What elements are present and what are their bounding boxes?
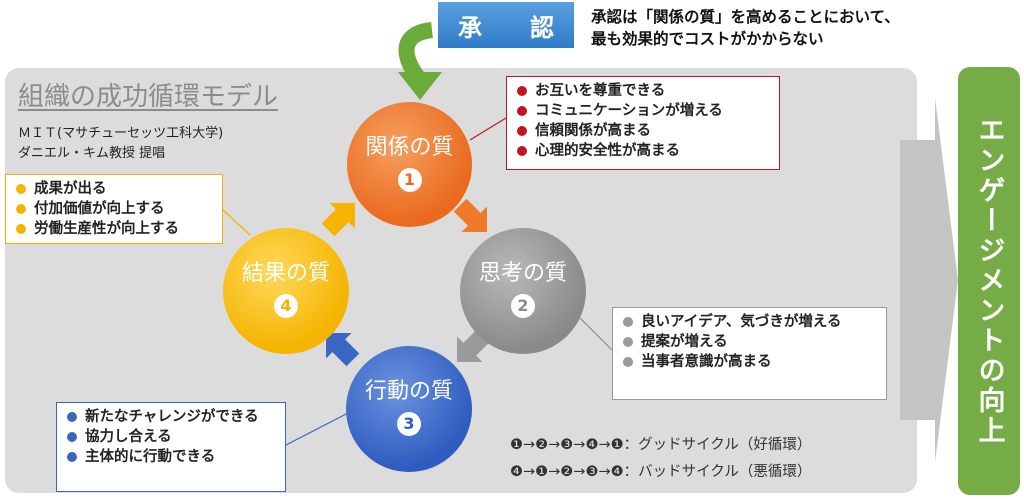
- bullet-icon: [517, 146, 527, 156]
- list-item: コミュニケーションが増える: [517, 101, 769, 121]
- model-title: 組織の成功循環モデル: [18, 82, 279, 112]
- arrow-relationship-to-thinking: [453, 198, 487, 232]
- arrow-action-to-results: [326, 333, 360, 367]
- bullet-icon: [517, 126, 527, 136]
- results-circle: 結果の質 4: [223, 228, 349, 354]
- leader-thinking: [579, 317, 613, 351]
- approval-caption-line1: 承認は「関係の質」を高めることにおいて、: [591, 8, 900, 26]
- action-circle: 行動の質 3: [346, 346, 472, 472]
- list-item: 新たなチャレンジができる: [67, 407, 275, 427]
- engagement-label: エンゲージメントの向上: [973, 116, 1005, 446]
- model-credit: ＭＩＴ(マサチューセッツ工科大学) ダニエル・キム教授 提唱: [18, 124, 223, 164]
- bullet-icon: [67, 432, 77, 442]
- bullet-icon: [67, 412, 77, 422]
- action-number-badge: 3: [397, 412, 421, 436]
- list-item: 主体的に行動できる: [67, 447, 275, 467]
- bad-cycle-legend: ❹→❶→❷→❸→❹：バッドサイクル（悪循環）: [510, 464, 812, 480]
- leader-action: [285, 411, 351, 446]
- bullet-icon: [517, 106, 527, 116]
- relationship-number-badge: 1: [397, 167, 422, 192]
- list-item: 協力し合える: [67, 427, 275, 447]
- list-item: 提案が増える: [623, 332, 876, 352]
- thinking-number-badge: 2: [511, 294, 535, 318]
- relationship-circle-label: 関係の質: [365, 134, 454, 160]
- list-item: 信頼関係が高まる: [517, 121, 769, 141]
- list-item: 労働生産性が向上する: [16, 219, 212, 239]
- results-info-box: 成果が出る 付加価値が向上する 労働生産性が向上する: [5, 174, 223, 244]
- list-item: 付加価値が向上する: [16, 199, 212, 219]
- leader-relationship: [469, 117, 507, 141]
- good-cycle-legend: ❶→❷→❸→❹→❶：グッドサイクル（好循環）: [510, 437, 812, 453]
- bullet-icon: [517, 86, 527, 96]
- results-number-badge: 4: [274, 294, 298, 318]
- engagement-bar: エンゲージメントの向上: [958, 67, 1020, 495]
- approval-caption: 承認は「関係の質」を高めることにおいて、 最も効果的でコストがかからない: [591, 6, 900, 50]
- approval-label: 承 認: [458, 13, 554, 42]
- action-circle-label: 行動の質: [364, 379, 453, 404]
- approval-caption-line2: 最も効果的でコストがかからない: [591, 30, 824, 48]
- relationship-info-box: お互いを尊重できる コミュニケーションが増える 信頼関係が高まる 心理的安全性が…: [506, 76, 780, 170]
- credit-line1: ＭＩＴ(マサチューセッツ工科大学): [18, 126, 224, 141]
- bullet-icon: [623, 357, 633, 367]
- action-info-box: 新たなチャレンジができる 協力し合える 主体的に行動できる: [56, 402, 286, 492]
- approval-curve-arrowhead: [398, 72, 442, 100]
- thinking-circle-label: 思考の質: [478, 261, 567, 286]
- thinking-info-box: 良いアイデア、気づきが増える 提案が増える 当事者意識が高まる: [612, 307, 887, 400]
- credit-line2: ダニエル・キム教授 提唱: [18, 146, 166, 161]
- approval-box: 承 認: [438, 2, 574, 48]
- thinking-circle: 思考の質 2: [460, 228, 586, 354]
- bullet-icon: [623, 337, 633, 347]
- bullet-icon: [16, 184, 26, 194]
- leader-results: [222, 209, 251, 236]
- big-right-arrow: [900, 98, 958, 462]
- list-item: 成果が出る: [16, 179, 212, 199]
- bullet-icon: [16, 224, 26, 234]
- arrow-results-to-relationship: [321, 203, 355, 237]
- list-item: 心理的安全性が高まる: [517, 141, 769, 161]
- list-item: 当事者意識が高まる: [623, 352, 876, 372]
- list-item: 良いアイデア、気づきが増える: [623, 312, 876, 332]
- results-circle-label: 結果の質: [241, 261, 330, 286]
- bullet-icon: [67, 452, 77, 462]
- relationship-circle: 関係の質 1: [347, 102, 472, 227]
- list-item: お互いを尊重できる: [517, 81, 769, 101]
- bullet-icon: [16, 204, 26, 214]
- bullet-icon: [623, 317, 633, 327]
